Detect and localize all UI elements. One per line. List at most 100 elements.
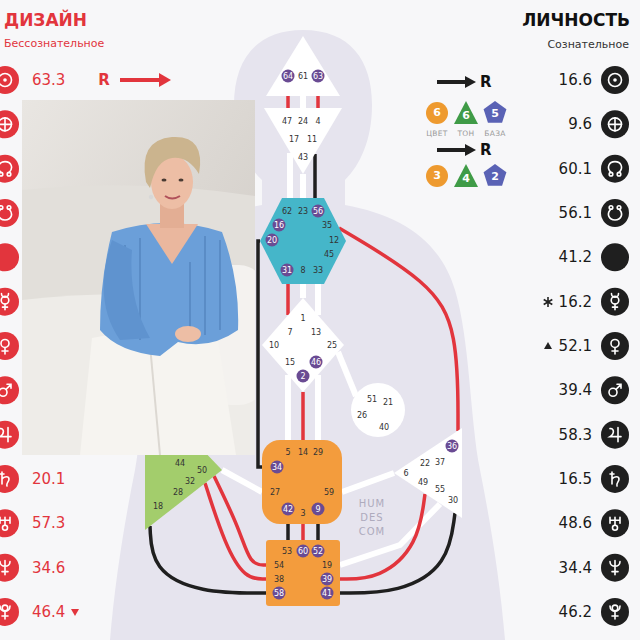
planet-glyph (613, 525, 618, 530)
planet-glyph (612, 294, 619, 310)
center-shape (484, 164, 507, 186)
text-holder: 46.4 (32, 604, 65, 621)
text-holder: 9 (312, 503, 325, 516)
text-holder: 13 (311, 328, 321, 337)
text-holder: R (98, 72, 110, 89)
text-holder: 62 (282, 207, 292, 216)
inactive-channel (300, 174, 306, 198)
gate-number: 43 (298, 153, 308, 162)
retrograde-arrow (437, 80, 466, 84)
center-shape (262, 440, 342, 524)
planet-activation: 16.2 (559, 293, 592, 310)
gate-number: 21 (383, 398, 393, 407)
channel-line (286, 284, 290, 315)
color-circle: 3 (423, 164, 451, 188)
planet-glyph (0, 388, 7, 396)
text-holder: 52.1 (559, 338, 592, 355)
center-shape (264, 108, 342, 174)
planet-glyph (612, 347, 618, 354)
solar-plexus-center: 3622376495530 (394, 428, 462, 518)
text-holder: 41 (321, 587, 334, 600)
text-holder: 21 (383, 398, 393, 407)
center-shape (262, 298, 344, 392)
planet-glyph (617, 206, 621, 210)
planet-symbol (601, 288, 629, 316)
text-holder: 4 (462, 173, 470, 185)
chart-title: ДИЗАЙН (4, 11, 87, 30)
planet-symbol (601, 554, 629, 582)
center-shape (266, 540, 340, 606)
text-holder: 43 (298, 153, 308, 162)
gate-number: 32 (185, 477, 195, 486)
center-outline (266, 36, 340, 96)
inactive-channel (315, 375, 321, 440)
text-holder: 54 (274, 561, 284, 570)
inactive-channel (300, 284, 306, 298)
text-holder: 36 (446, 440, 459, 453)
channel-line (301, 524, 305, 540)
text-holder: ТОН (457, 129, 474, 138)
planet-glyph (1, 296, 9, 304)
planet-badge (601, 421, 629, 449)
text-holder: 33 (313, 266, 323, 275)
planet-glyph (609, 74, 622, 87)
gate-number: 13 (311, 328, 321, 337)
planet-activation: 46.4 (32, 604, 65, 621)
text-holder: 34 (271, 461, 284, 474)
gate-number: 51 (367, 395, 377, 404)
planet-badge (0, 598, 19, 626)
center-outline (351, 383, 405, 437)
planet-badge (0, 465, 19, 493)
text-holder: 16 (273, 219, 286, 232)
text-holder: 49 (418, 478, 428, 487)
text-holder: 12 (329, 236, 339, 245)
gate-number: 17 (289, 135, 299, 144)
text-holder: 29 (313, 448, 323, 457)
planet-glyph (7, 172, 11, 176)
inactive-channel (287, 153, 293, 198)
planet-glyph (2, 347, 8, 354)
gate-number: 40 (379, 423, 389, 432)
inactive-channel (340, 504, 440, 565)
channel-line (313, 154, 317, 198)
gate-number: 54 (274, 561, 284, 570)
gate-number: 61 (298, 72, 308, 81)
variable-caption: ЦВЕТ (426, 129, 448, 138)
text-holder: 3 (300, 509, 305, 518)
variable-caption: БАЗА (484, 129, 505, 138)
text-holder: 25 (327, 341, 337, 350)
variable-number: 6 (433, 107, 441, 119)
text-holder: 46.2 (559, 604, 592, 621)
planet-activation: 20.1 (32, 471, 65, 488)
text-holder: 2 (297, 370, 310, 383)
activated-gate-number: 60 (297, 545, 310, 558)
gate-number: 23 (298, 207, 308, 216)
text-holder: 20 (266, 234, 279, 247)
planet-glyph (612, 605, 618, 611)
gate-number: 11 (307, 135, 317, 144)
chart-subtitle: Бессознательное (4, 38, 104, 50)
text-holder: 15 (285, 358, 295, 367)
text-holder: 30 (448, 496, 458, 505)
text-holder: R (480, 74, 492, 91)
planet-badge (601, 110, 629, 138)
center-shape (426, 102, 448, 124)
planet-symbol (601, 66, 629, 94)
text-holder: 2 (491, 171, 499, 183)
text-holder: 39 (321, 573, 334, 586)
planet-symbol (0, 376, 19, 404)
gate-number: 50 (197, 466, 207, 475)
planet-glyph (2, 294, 9, 310)
gate-number: 38 (274, 575, 284, 584)
planet-glyph (0, 162, 12, 173)
planet-glyph (3, 525, 8, 530)
planet-activation: 56.1 (559, 205, 592, 222)
planet-badge (0, 199, 19, 227)
text-holder: 44 (175, 459, 185, 468)
planet-badge (601, 465, 629, 493)
base-pentagon: 5БАЗА (481, 101, 509, 139)
text-holder: 53 (282, 547, 292, 556)
text-holder: 37 (435, 458, 445, 467)
text-holder: 18 (153, 502, 163, 511)
channel-line (258, 241, 262, 467)
